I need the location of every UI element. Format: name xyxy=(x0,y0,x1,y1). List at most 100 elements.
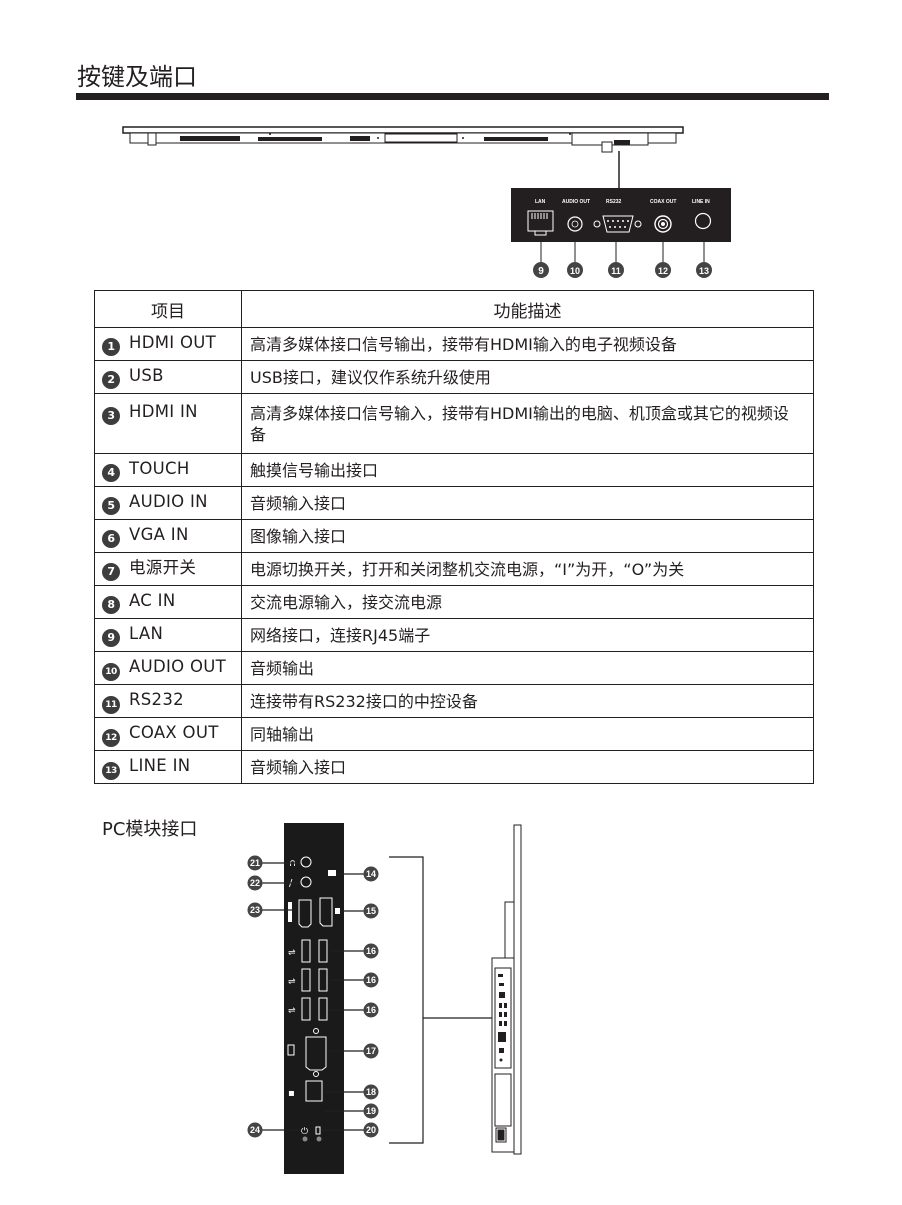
svg-text:⇌: ⇌ xyxy=(288,948,296,958)
item-number-badge: 12 xyxy=(102,728,120,747)
item-label: AC IN xyxy=(129,591,176,610)
usb-port-icon xyxy=(301,997,311,1021)
item-number-badge: 9 xyxy=(102,629,120,647)
function-cell: 高清多媒体接口信号输入，接带有HDMI输出的电脑、机顶盒或其它的视频设备 xyxy=(241,393,814,454)
callout-16: 16 xyxy=(366,946,376,956)
function-cell: 触摸信号输出接口 xyxy=(241,453,814,487)
item-label: AUDIO OUT xyxy=(129,656,227,676)
table-row: 8 AC IN 交流电源输入，接交流电源 xyxy=(94,585,814,619)
item-label: HDMI IN xyxy=(129,402,198,421)
function-cell: 交流电源输入，接交流电源 xyxy=(241,585,814,619)
item-number-badge: 6 xyxy=(102,530,120,548)
tv-bottom-edge xyxy=(122,126,684,188)
callout-18: 18 xyxy=(366,1087,376,1097)
heading-rule xyxy=(76,93,829,100)
mic-icon: / xyxy=(289,878,293,889)
rs232-port-icon xyxy=(593,215,642,233)
item-label: LINE IN xyxy=(129,755,191,775)
monitor-icon xyxy=(287,1044,295,1056)
item-number-badge: 2 xyxy=(102,371,120,389)
lan-port-icon xyxy=(527,210,554,236)
item-cell: 4 TOUCH xyxy=(94,453,242,487)
function-cell: 音频输入接口 xyxy=(241,750,814,784)
header-item: 项目 xyxy=(94,290,242,328)
function-cell: 音频输入接口 xyxy=(241,486,814,520)
item-number-badge: 4 xyxy=(102,464,120,482)
table-row: 13 LINE IN 音频输入接口 xyxy=(94,750,814,784)
item-number-badge: 13 xyxy=(102,761,120,780)
callout-17: 17 xyxy=(366,1046,376,1056)
headphone-jack-icon xyxy=(300,856,312,868)
item-cell: 8 AC IN xyxy=(94,585,242,619)
callout-14: 14 xyxy=(366,869,376,879)
line-in-jack-icon xyxy=(694,212,712,230)
item-label: VGA IN xyxy=(129,525,189,544)
callout-13: 13 xyxy=(699,266,709,276)
function-cell: 音频输出 xyxy=(241,651,814,685)
item-number-badge: 11 xyxy=(102,695,120,714)
svg-text:⇌: ⇌ xyxy=(288,977,296,987)
table-row: 7 电源开关 电源切换开关，打开和关闭整机交流电源，“I”为开，“O”为关 xyxy=(94,552,814,586)
lan-port-icon xyxy=(305,1080,323,1102)
item-number-badge: 5 xyxy=(102,497,120,515)
header-function: 功能描述 xyxy=(241,290,814,328)
callout-22: 22 xyxy=(250,878,260,888)
item-cell: 12 COAX OUT xyxy=(94,717,242,751)
vga-port-icon xyxy=(305,1036,327,1071)
callout-9: 9 xyxy=(538,266,544,277)
table-row: 12 COAX OUT 同轴输出 xyxy=(94,717,814,751)
item-number-badge: 8 xyxy=(102,596,120,614)
item-label: 电源开关 xyxy=(129,558,197,577)
item-cell: 6 VGA IN xyxy=(94,519,242,553)
function-cell: 网络接口，连接RJ45端子 xyxy=(241,618,814,652)
hdmi-port-icon xyxy=(298,899,312,928)
function-cell: 同轴输出 xyxy=(241,717,814,751)
callout-15: 15 xyxy=(366,906,376,916)
display-side-view xyxy=(491,824,522,1155)
usb-port-icon xyxy=(301,968,311,992)
bottom-panel-diagram: LAN AUDIO OUT RS232 COAX OUT LINE IN xyxy=(122,126,731,278)
table-row: 3 HDMI IN 高清多媒体接口信号输入，接带有HDMI输出的电脑、机顶盒或其它… xyxy=(94,393,814,454)
item-cell: 7 电源开关 xyxy=(94,552,242,586)
pc-module-title: PC模块接口 xyxy=(102,819,198,840)
callout-12: 12 xyxy=(658,266,668,276)
callout-23: 23 xyxy=(250,905,260,915)
usb-port-icon xyxy=(318,939,328,963)
coax-out-jack-icon xyxy=(654,215,672,233)
item-label: TOUCH xyxy=(129,459,190,478)
usb-port-icon xyxy=(318,997,328,1021)
kensington-lock-icon xyxy=(328,870,336,876)
port-panel xyxy=(511,188,731,242)
item-number-badge: 7 xyxy=(102,563,120,581)
usb-port-icon xyxy=(301,939,311,963)
mic-jack-icon xyxy=(300,876,312,888)
svg-text:▪: ▪ xyxy=(288,1088,295,1099)
function-cell: 连接带有RS232接口的中控设备 xyxy=(241,684,814,718)
callout-16: 16 xyxy=(366,1005,376,1015)
callout-11: 11 xyxy=(611,266,621,276)
item-label: COAX OUT xyxy=(129,722,219,742)
table-header-row: 项目 功能描述 xyxy=(94,290,814,328)
usb-port-icon xyxy=(318,968,328,992)
power-icon: ⏻ xyxy=(301,1126,308,1137)
status-icon xyxy=(315,1126,321,1135)
item-number-badge: 3 xyxy=(102,407,120,425)
lan-label: LAN xyxy=(535,199,546,205)
callout-16: 16 xyxy=(366,975,376,985)
function-cell: 高清多媒体接口信号输出，接带有HDMI输入的电子视频设备 xyxy=(241,327,814,361)
function-cell: 电源切换开关，打开和关闭整机交流电源，“I”为开，“O”为关 xyxy=(241,552,814,586)
item-cell: 3 HDMI IN xyxy=(94,393,242,454)
callout-10: 10 xyxy=(570,266,580,276)
page-heading: 按键及端口 xyxy=(77,63,197,91)
callout-19: 19 xyxy=(366,1106,376,1116)
